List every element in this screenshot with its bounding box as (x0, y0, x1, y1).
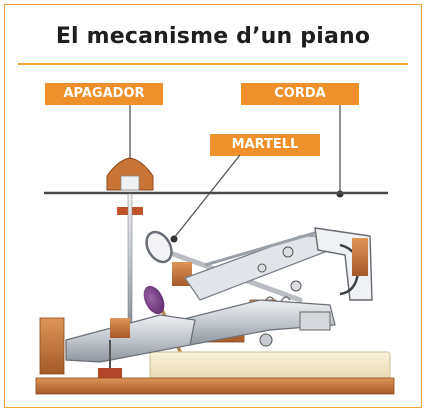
key-lever-metal (65, 314, 196, 363)
label-corda: CORDA (241, 83, 359, 105)
key-front-wood (110, 318, 130, 338)
key-left-wood (39, 317, 65, 375)
damper-assembly (106, 157, 154, 323)
base-rail (35, 377, 395, 395)
hammer-head-outline (145, 230, 173, 264)
title-divider (18, 63, 408, 65)
diagram-title: El mecanisme d’un piano (55, 24, 371, 49)
label-martell: MARTELL (210, 134, 320, 156)
wippen-assembly (179, 299, 336, 347)
key-body (149, 351, 391, 383)
leader-martell (173, 154, 241, 239)
pivot-2 (257, 263, 267, 273)
key-assembly (39, 314, 391, 384)
wippen-pivot (259, 333, 273, 347)
wippen-joint (299, 311, 331, 331)
action-frame (183, 227, 373, 304)
action-arm (204, 228, 326, 267)
leader-lines (129, 105, 341, 239)
pivot-3 (290, 280, 302, 292)
leader-martell-dot (170, 235, 178, 243)
damper-felt (106, 157, 154, 191)
damper-wire (127, 193, 133, 323)
damper-block (120, 175, 140, 191)
bracket-wood (352, 238, 368, 276)
backcheck-felt (143, 285, 165, 315)
pivot-1 (282, 246, 294, 258)
label-apagador: APAGADOR (45, 83, 163, 105)
